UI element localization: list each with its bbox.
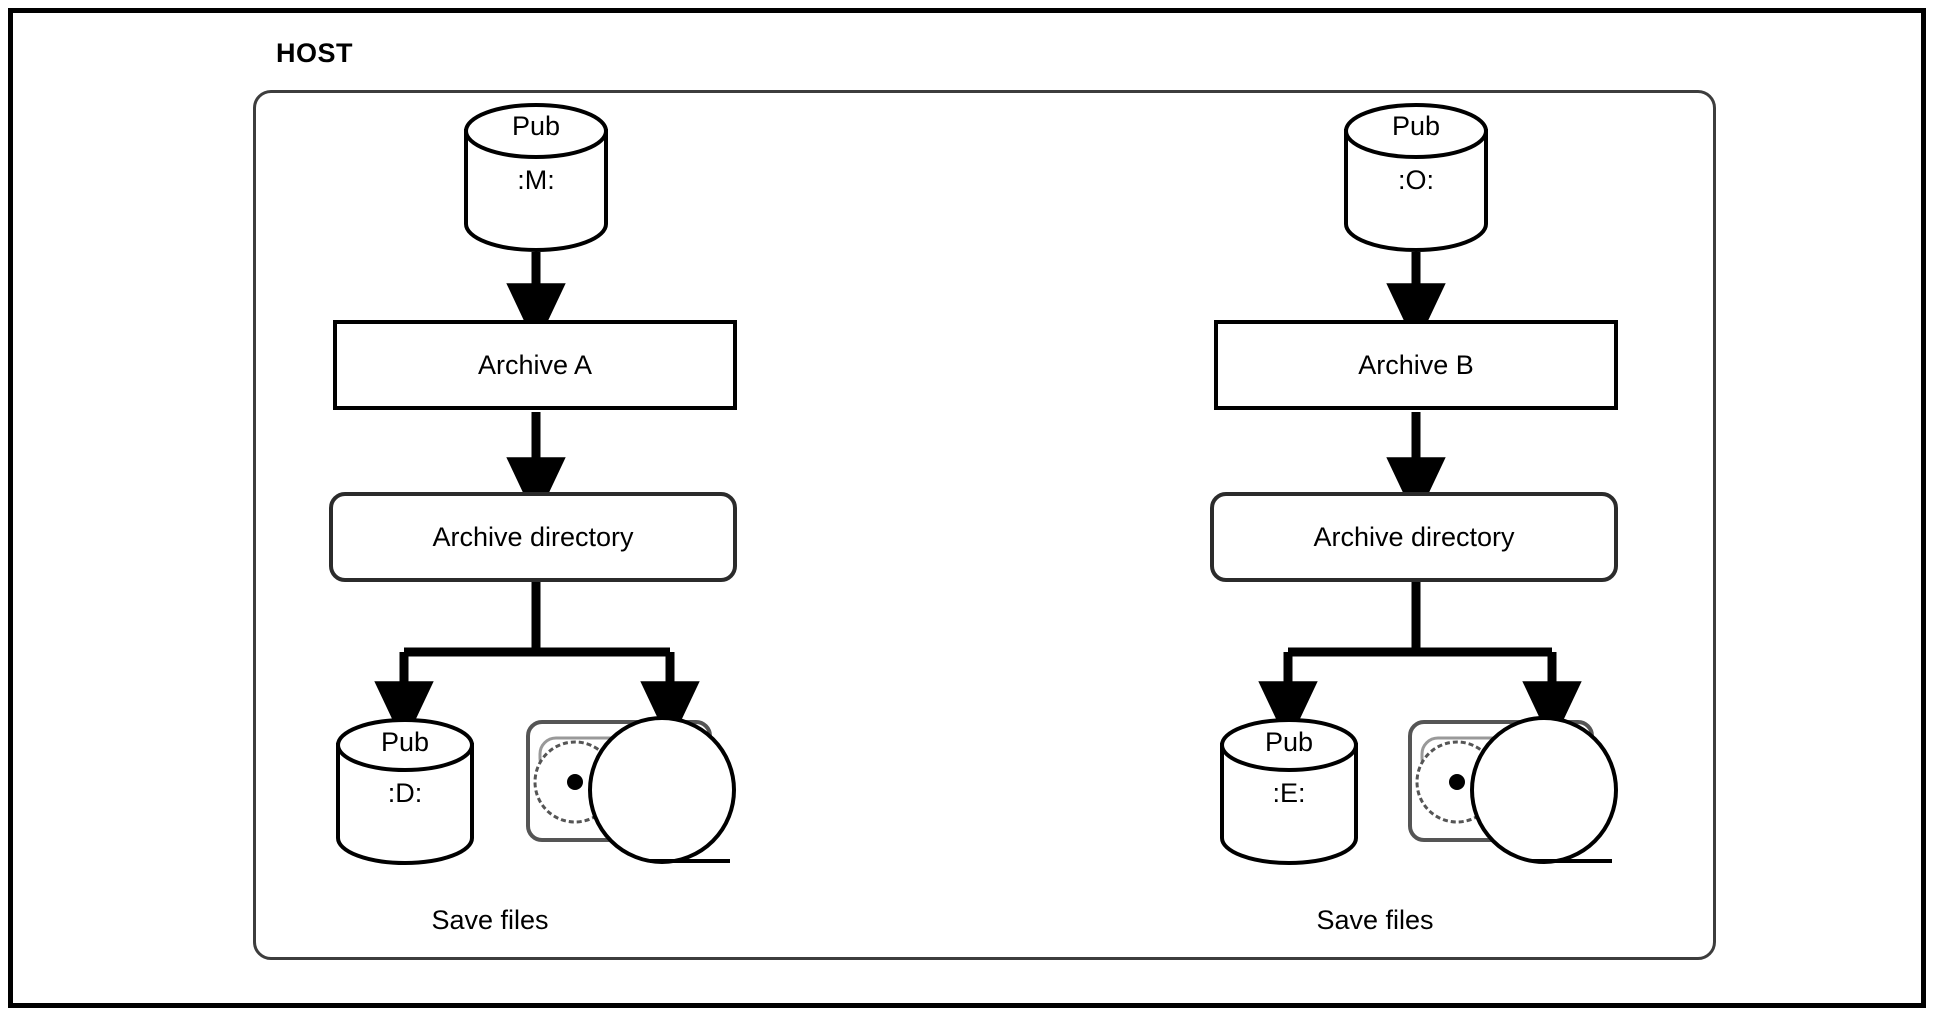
left-save-files-caption: Save files [431,905,549,935]
host-title-label: HOST [276,38,354,68]
left-directory-box-label: Archive directory [432,521,634,552]
right-directory-box-label: Archive directory [1313,521,1515,552]
right-directory-box[interactable]: Archive directory [1210,492,1618,582]
left-archive-box[interactable]: Archive A [333,320,737,410]
left-archive-box-label: Archive A [477,349,593,380]
right-archive-box-label: Archive B [1358,349,1474,380]
right-archive-box[interactable]: Archive B [1214,320,1618,410]
right-save-files-caption: Save files [1316,905,1434,935]
left-directory-box[interactable]: Archive directory [329,492,737,582]
